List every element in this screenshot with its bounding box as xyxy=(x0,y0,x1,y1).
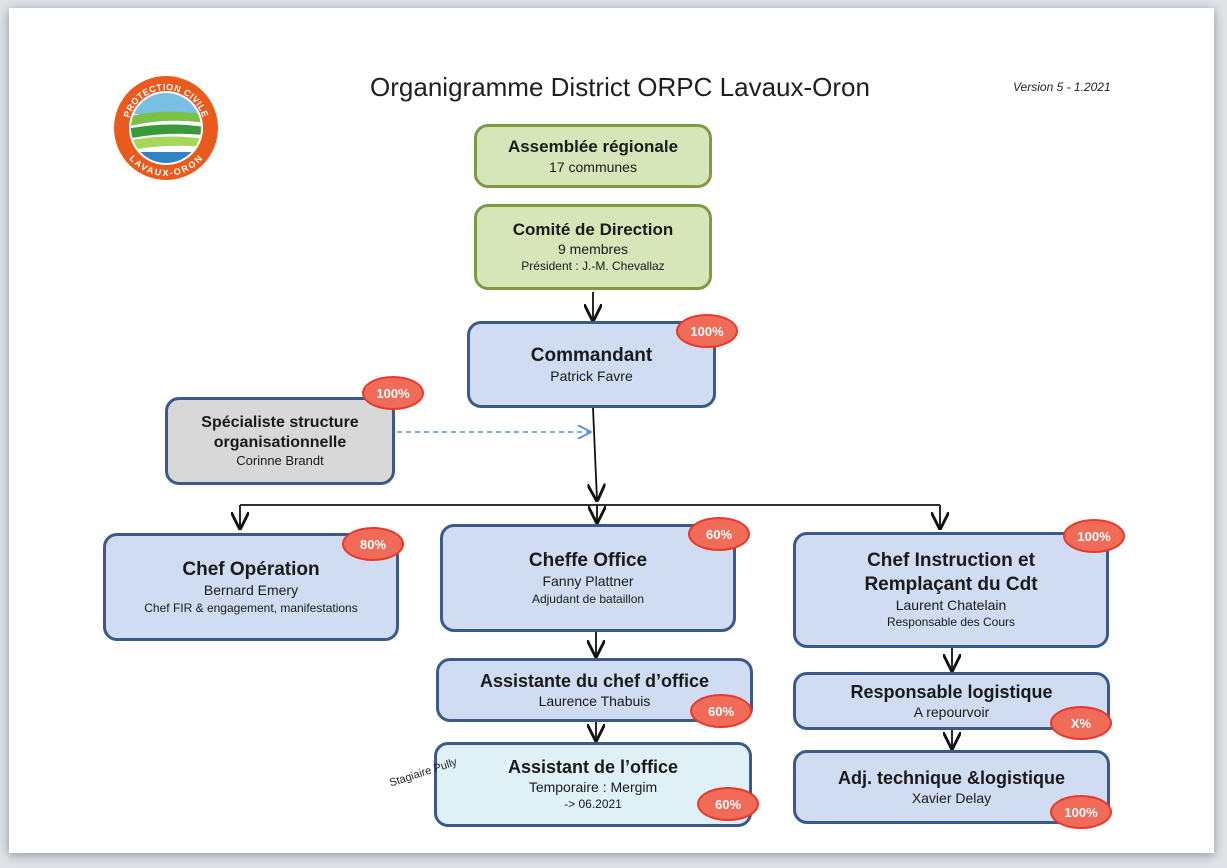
specialiste-title-1: Spécialiste structure xyxy=(201,413,359,431)
assistant-office-title: Assistant de l’office xyxy=(507,756,679,777)
assistant-office-name: Temporaire : Mergim xyxy=(528,779,658,796)
chef-instruction-title-2: Remplaçant du Cdt xyxy=(864,573,1038,595)
resp-logistique-title: Responsable logistique xyxy=(850,681,1053,702)
version-label: Version 5 - 1.2021 xyxy=(1013,80,1111,94)
comite-box: Comité de Direction 9 membres Président … xyxy=(474,204,712,290)
adj-technique-pct-badge: 100% xyxy=(1050,795,1112,829)
commandant-pct-badge: 100% xyxy=(676,314,738,348)
resp-logistique-name: A repourvoir xyxy=(913,704,990,721)
adj-technique-title: Adj. technique &logistique xyxy=(837,767,1065,788)
assistante-name: Laurence Thabuis xyxy=(538,693,651,710)
protection-civile-logo: PROTECTION CIVILE LAVAUX-ORON xyxy=(114,76,218,180)
assistant-office-pct-badge: 60% xyxy=(697,787,759,821)
chef-operation-name: Bernard Emery xyxy=(203,582,299,599)
cheffe-office-box: Cheffe Office Fanny Plattner Adjudant de… xyxy=(440,524,736,632)
cheffe-office-pct-badge: 60% xyxy=(688,517,750,551)
resp-logistique-box: Responsable logistique A repourvoir xyxy=(793,672,1110,730)
specialiste-box: Spécialiste structure organisationnelle … xyxy=(165,397,395,485)
chef-instruction-pct-badge: 100% xyxy=(1063,519,1125,553)
assistante-title: Assistante du chef d’office xyxy=(479,670,710,691)
adj-technique-name: Xavier Delay xyxy=(911,790,992,807)
specialiste-title-2: organisationnelle xyxy=(213,433,347,451)
comite-sub: 9 membres xyxy=(557,241,629,258)
chef-operation-box: Chef Opération Bernard Emery Chef FIR & … xyxy=(103,533,399,641)
cheffe-office-role: Adjudant de bataillon xyxy=(531,591,645,606)
assemblee-title: Assemblée régionale xyxy=(507,137,679,157)
comite-title: Comité de Direction xyxy=(512,219,674,239)
assemblee-sub: 17 communes xyxy=(549,158,637,175)
chef-operation-role: Chef FIR & engagement, manifestations xyxy=(144,600,358,615)
cheffe-office-name: Fanny Plattner xyxy=(542,573,634,590)
comite-president: Président : J.-M. Chevallaz xyxy=(521,259,665,274)
chef-operation-title: Chef Opération xyxy=(182,558,320,580)
arrow-commandant-branch xyxy=(593,407,597,500)
commandant-name: Patrick Favre xyxy=(550,368,633,385)
chef-instruction-name: Laurent Chatelain xyxy=(895,597,1007,614)
assistant-office-box: Assistant de l’office Temporaire : Mergi… xyxy=(434,742,752,827)
chef-instruction-box: Chef Instruction et Remplaçant du Cdt La… xyxy=(793,532,1109,648)
page-title: Organigramme District ORPC Lavaux-Oron xyxy=(370,72,870,102)
commandant-title: Commandant xyxy=(530,344,653,366)
specialiste-pct-badge: 100% xyxy=(362,376,424,410)
assemblee-box: Assemblée régionale 17 communes xyxy=(474,124,712,188)
chef-operation-pct-badge: 80% xyxy=(342,527,404,561)
commandant-box: Commandant Patrick Favre xyxy=(467,321,716,408)
specialiste-name: Corinne Brandt xyxy=(236,452,324,468)
assistant-office-date: -> 06.2021 xyxy=(564,797,622,812)
chef-instruction-title-1: Chef Instruction et xyxy=(867,549,1035,571)
assistante-pct-badge: 60% xyxy=(690,694,752,728)
cheffe-office-title: Cheffe Office xyxy=(528,549,648,571)
chef-instruction-role: Responsable des Cours xyxy=(886,615,1016,630)
resp-logistique-pct-badge: X% xyxy=(1050,706,1112,740)
